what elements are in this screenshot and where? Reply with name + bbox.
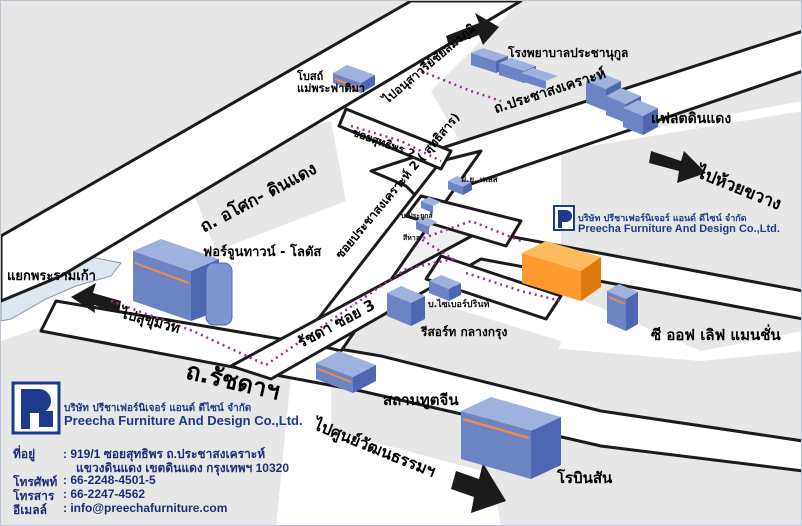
address-line-1: : 919/1 ซอยสุทธิพร ถ.ประชาสงเคราะห์ xyxy=(63,447,266,461)
hospital-building xyxy=(471,48,558,89)
place-label-church: โบสถ์ แม่พระฟาติมา xyxy=(297,70,365,95)
church-building xyxy=(333,65,375,93)
place-label-cyber: บ.ไซเบอร์ปรินท์ xyxy=(428,300,490,310)
place-label-flats: แฟลตดินแดง xyxy=(651,111,732,127)
c-of-life-building xyxy=(607,284,638,331)
place-label-resort: รีสอร์ท กลางกรุง xyxy=(421,325,508,339)
buildings xyxy=(133,48,658,479)
place-label-prarama9: แยกพระรามเก้า xyxy=(7,269,96,284)
fax-value: : 66-2247-4562 xyxy=(63,487,146,501)
place-label-mu-place: มี.ยู. เพลส xyxy=(461,175,498,184)
preecha-logo-icon xyxy=(553,205,575,231)
small-buildings xyxy=(416,197,441,235)
robinson-building xyxy=(461,397,561,479)
preecha-building xyxy=(522,241,601,301)
place-label-fortune: ฟอร์จูนทาวน์ - โลตัส xyxy=(203,245,322,260)
contact-company-english: Preecha Furniture And Design Co.,Ltd. xyxy=(64,413,303,428)
embassy-building xyxy=(316,351,376,393)
direction-arrow-icon xyxy=(71,13,706,513)
email-label: อีเมลล์ xyxy=(13,503,47,517)
route-line xyxy=(110,219,522,367)
place-label-c-of-life: ซี ออฟ เลิฟ แมนชั่น xyxy=(651,326,781,344)
address-line-2: แขวงดินแดง เขตดินแดง กรุงเทพฯ 10320 xyxy=(76,461,289,475)
place-label-hospital: โรงพยาบาลประชานุกูล xyxy=(508,46,629,60)
place-label-robinson: โรบินสัน xyxy=(557,469,613,487)
preecha-logo-icon xyxy=(11,381,61,435)
email-value[interactable]: : info@preechafurniture.com xyxy=(63,501,228,515)
mu-place-building xyxy=(448,176,472,195)
roads xyxy=(1,1,801,473)
fax-label: โทรสาร xyxy=(13,489,55,503)
contact-company-thai: บริษัท ปรีชาเฟอร์นิเจอร์ แอนด์ ดีไซน์ จำ… xyxy=(64,403,252,414)
fortune-town-building xyxy=(133,239,233,326)
place-label-embassy: สถานทูตจีน xyxy=(383,391,459,409)
map-company-thai: บริษัท ปรีชาเฟอร์นิเจอร์ แอนด์ ดีไซน์ จำ… xyxy=(578,214,747,224)
flats-buildings xyxy=(586,73,658,135)
place-label-pracha-pin: บ.ประยูกส์ xyxy=(401,212,433,220)
place-label-sitan: สีหาล xyxy=(403,234,421,242)
route-line-4 xyxy=(465,271,562,303)
phone-label: โทรศัพท์ xyxy=(13,475,58,489)
phone-value: : 66-2248-4501-5 xyxy=(63,473,156,487)
map-company-english: Preecha Furniture And Design Co.,Ltd. xyxy=(578,223,780,235)
cyber-print-building xyxy=(429,275,461,301)
address-label: ที่อยู่ xyxy=(13,447,36,461)
resort-building xyxy=(387,286,425,326)
